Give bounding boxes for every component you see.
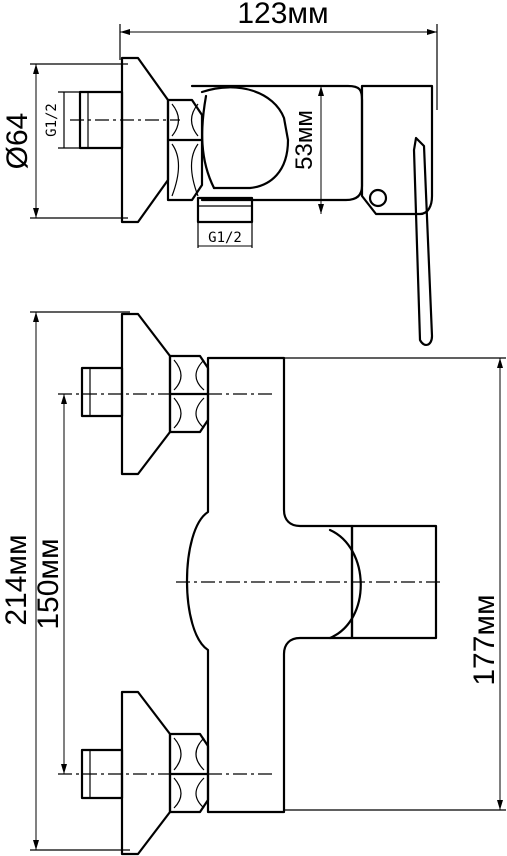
diameter-label: Ø64 — [1, 113, 34, 170]
thread-inlet-label: G1/2 — [44, 103, 60, 137]
thread-outlet-label: G1/2 — [208, 230, 242, 246]
width-total-label: 123мм — [237, 0, 328, 30]
inlet-spacing-label: 150мм — [32, 538, 65, 629]
body-height-label: 177мм — [468, 594, 501, 685]
depth-body-label: 53мм — [291, 110, 318, 170]
height-total-label: 214мм — [0, 534, 33, 625]
front-view: 214мм 150мм — [0, 311, 506, 856]
top-view: 123мм Ø64 G1/2 — [1, 0, 438, 346]
